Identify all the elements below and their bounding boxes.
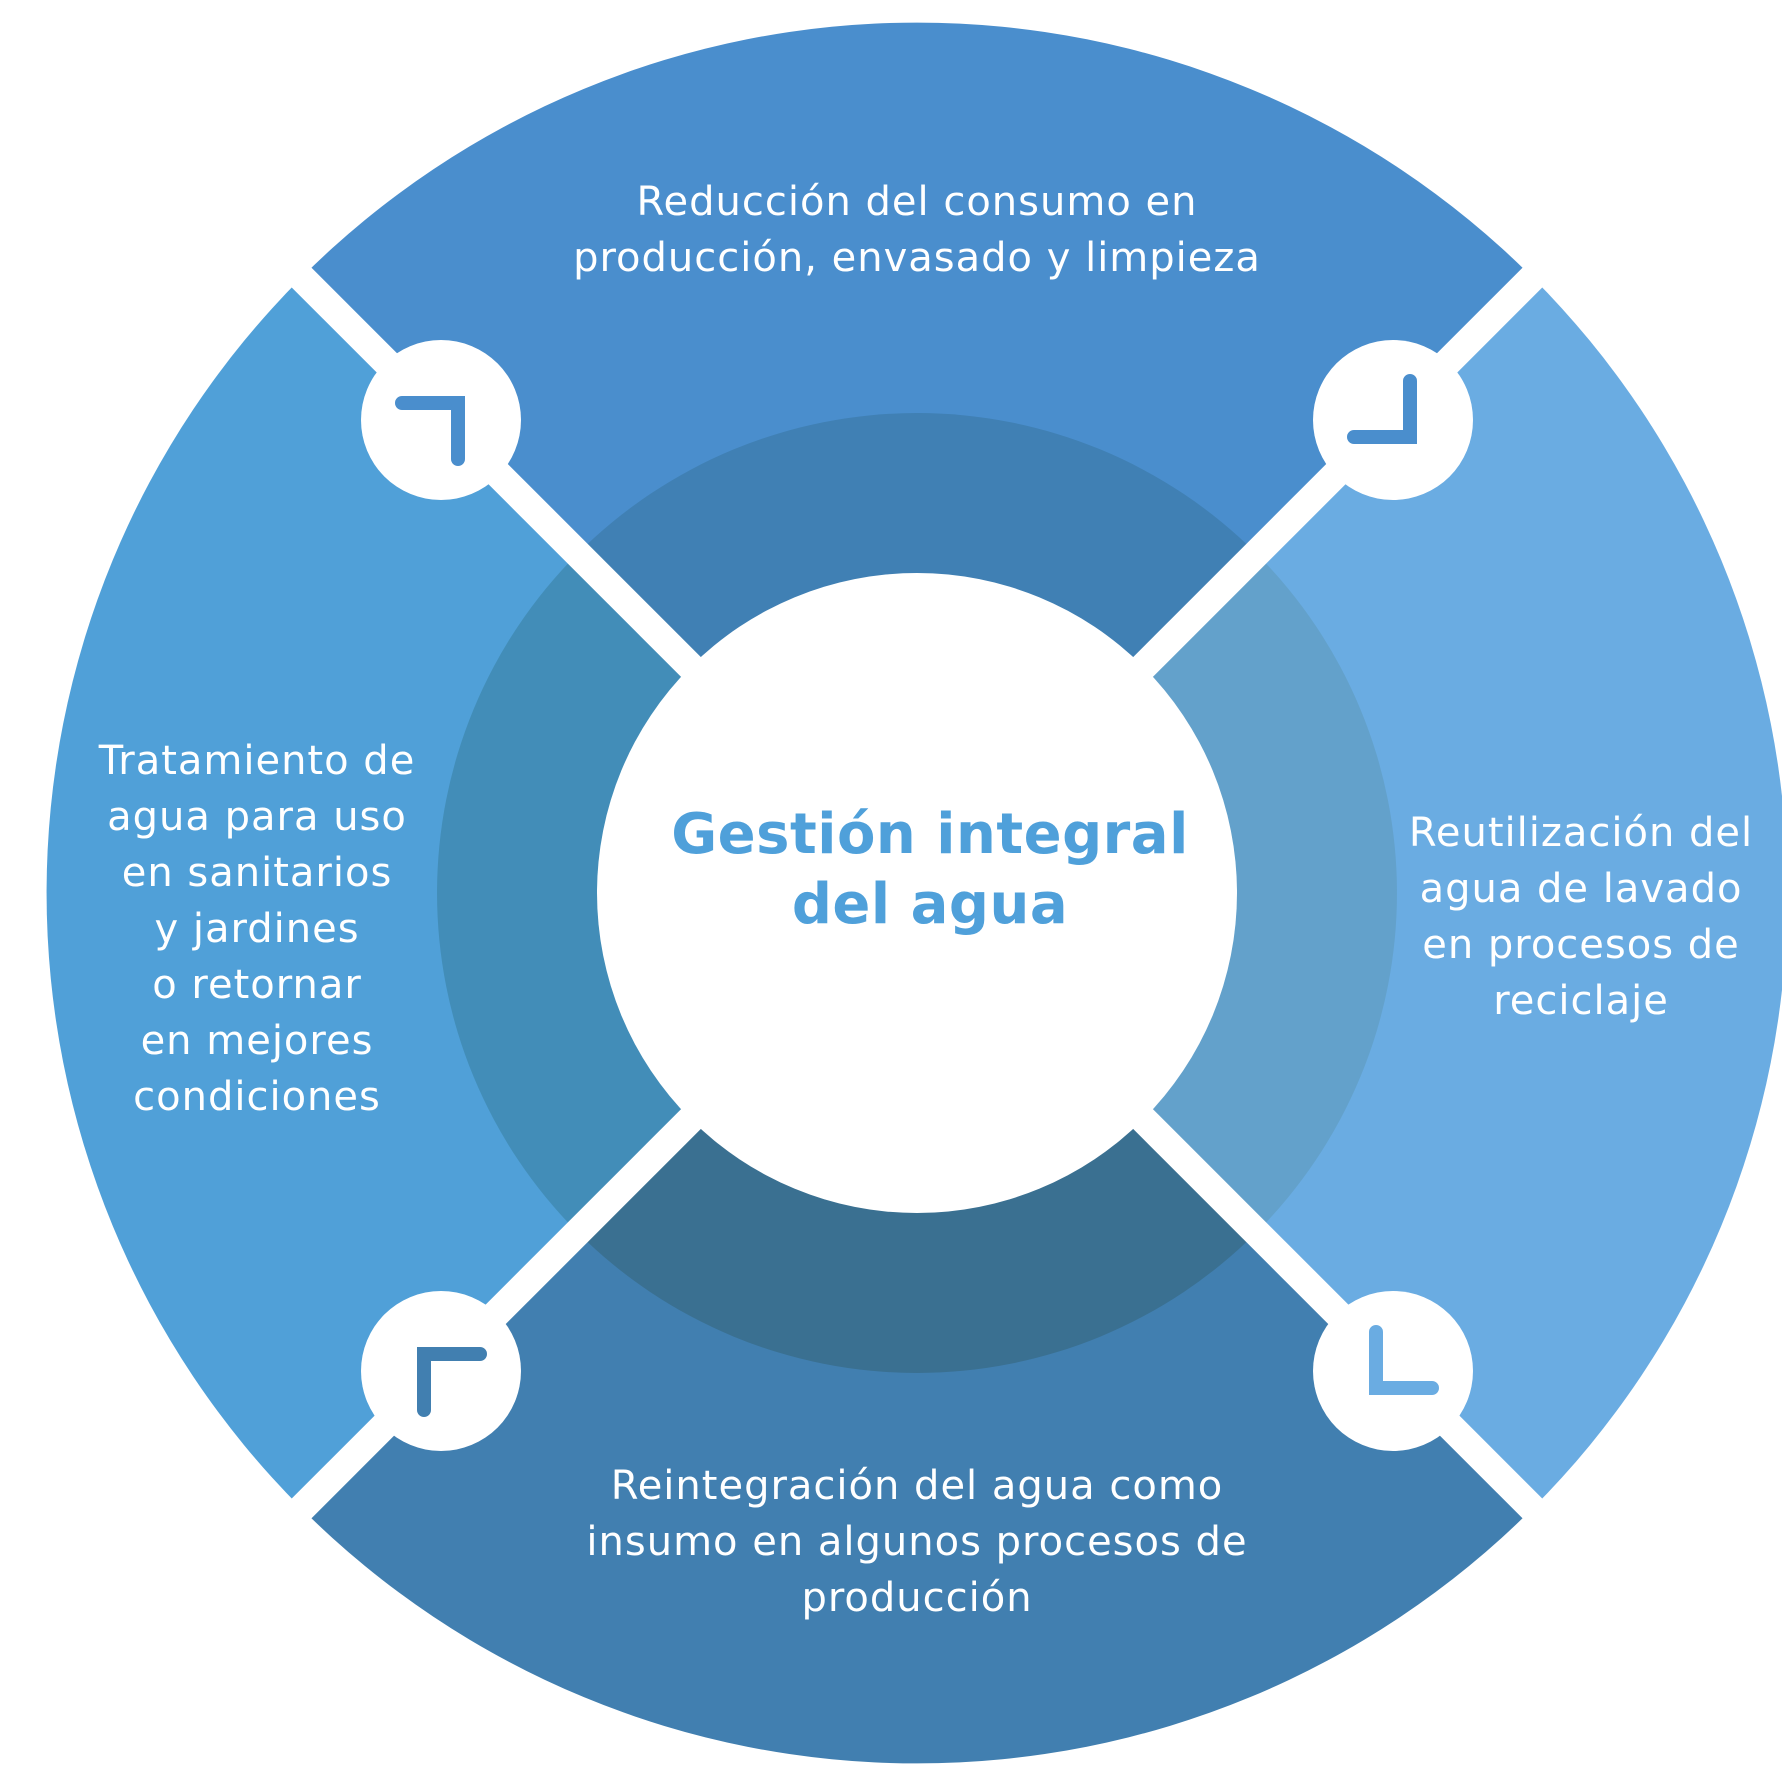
- center-circle: [597, 573, 1237, 1213]
- segment-bottom-line: insumo en algunos procesos de: [586, 1519, 1248, 1565]
- segment-top-line: Reducción del consumo en: [636, 179, 1198, 225]
- segment-right-line: Reutilización del: [1408, 810, 1754, 856]
- corner-arrow-bottom-left-icon: [1313, 1291, 1473, 1451]
- segment-bottom-label: Reintegración del agua como insumo en al…: [541, 1458, 1293, 1626]
- corner-arrow-bottom-right-icon: [1313, 340, 1473, 500]
- segment-bottom-line: producción: [801, 1575, 1033, 1621]
- segment-right-label: Reutilización del agua de lavado en proc…: [1386, 805, 1776, 1029]
- center-title-line: Gestión integral: [671, 802, 1189, 867]
- segment-left-line: Tratamiento de: [98, 738, 416, 784]
- segment-right-line: en procesos de: [1422, 922, 1740, 968]
- segment-left-line: agua para uso: [107, 794, 407, 840]
- segment-right-line: reciclaje: [1493, 978, 1669, 1024]
- segment-left-line: y jardines: [154, 906, 360, 952]
- segment-left-line: en mejores: [140, 1018, 374, 1064]
- center-title-line: del agua: [791, 872, 1069, 937]
- corner-arrow-top-right-icon: [361, 340, 521, 500]
- segment-top-line: producción, envasado y limpieza: [573, 235, 1261, 281]
- corner-arrow-top-left-icon: [361, 1291, 521, 1451]
- segment-bottom-line: Reintegración del agua como: [610, 1463, 1224, 1509]
- segment-left-line: en sanitarios: [121, 850, 393, 896]
- segment-right-line: agua de lavado: [1419, 866, 1743, 912]
- segment-left-label: Tratamiento de agua para uso en sanitari…: [56, 733, 458, 1125]
- segment-top-label: Reducción del consumo en producción, env…: [541, 174, 1293, 286]
- segment-left-line: o retornar: [152, 962, 362, 1008]
- segment-left-line: condiciones: [133, 1074, 381, 1120]
- center-title: Gestión integral del agua: [620, 800, 1240, 940]
